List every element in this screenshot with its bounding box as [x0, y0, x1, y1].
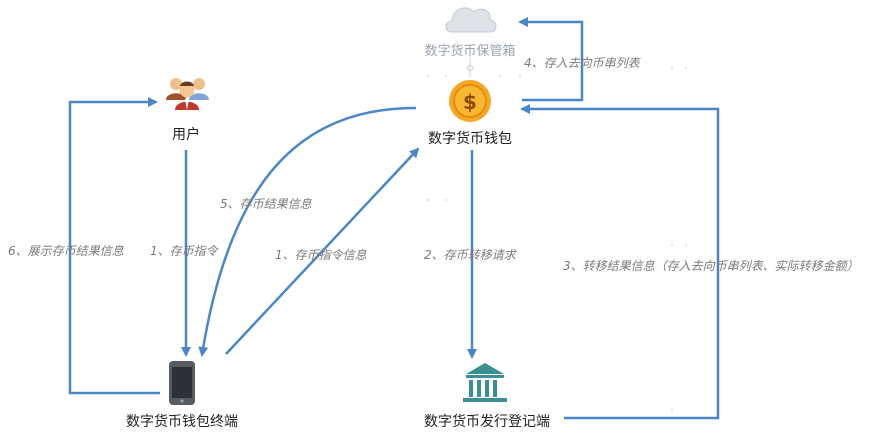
users-icon: [166, 78, 209, 110]
vault-label: 数字货币保管箱: [424, 44, 516, 59]
bank-icon: [463, 363, 507, 402]
edge-label-5: 5、存币结果信息: [220, 197, 312, 211]
edge-label-6: 6、展示存币结果信息: [8, 244, 124, 258]
registry-label: 数字货币发行登记端: [424, 414, 550, 430]
svg-text:$: $: [463, 90, 477, 114]
edge-label-2: 2、存币转移请求: [424, 248, 516, 262]
cloud-icon: [445, 7, 497, 33]
edge-label-3: 3、转移结果信息（存入去向币串列表、实际转移金额）: [563, 259, 859, 273]
coin-icon: $: [449, 80, 491, 122]
phone-icon: [169, 361, 195, 405]
terminal-label: 数字货币钱包终端: [126, 414, 238, 430]
edge-wallet-to-terminal: [198, 106, 417, 357]
edge-label-1-user-terminal: 1、存币指令: [150, 244, 218, 258]
wallet-label: 数字货币钱包: [428, 131, 512, 147]
edge-terminal-to-user: [68, 97, 160, 395]
background-dots: [59, 67, 687, 411]
edge-label-1-terminal-wallet: 1、存币指令信息: [275, 248, 367, 262]
edge-terminal-to-wallet: [225, 147, 420, 355]
user-label: 用户: [172, 127, 200, 143]
vault-connector-dot: [467, 65, 473, 71]
edge-wallet-to-vault: [518, 17, 584, 102]
edge-registry-to-wallet: [520, 104, 720, 420]
edge-label-4: 4、存入去向币串列表: [524, 56, 640, 70]
